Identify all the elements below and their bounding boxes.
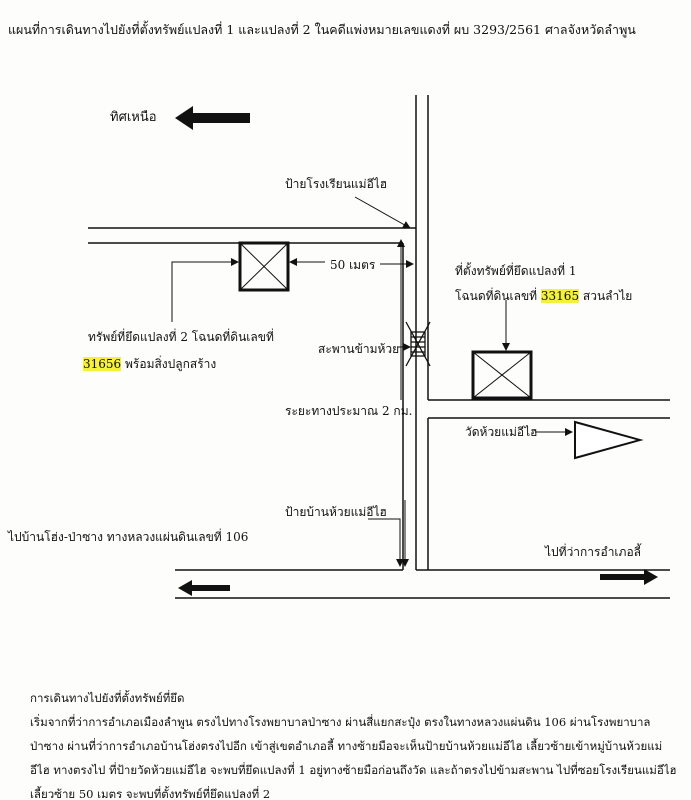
- distance-50m-label: 50 เมตร: [330, 258, 376, 272]
- bridge-label: สะพานข้ามห้วย: [318, 342, 400, 356]
- directions-text: เริ่มจากที่ว่าการอำเภอเมืองลำพูน ตรงไปทา…: [30, 715, 677, 800]
- plot2-number: 31656: [83, 357, 122, 371]
- plot1-label: ที่ตั้งทรัพย์ที่ยึดแปลงที่ 1: [455, 264, 577, 278]
- plot2-suffix: พร้อมสิ่งปลูกสร้าง: [121, 357, 217, 371]
- route-map: [88, 95, 670, 599]
- bridge-icon: [405, 321, 431, 367]
- pointer-arrows: [171, 196, 573, 567]
- north-arrow-icon: [175, 106, 250, 130]
- school-sign-label: ป้ายโรงเรียนแม่อีไฮ: [285, 177, 388, 191]
- directions-section: การเดินทางไปยังที่ตั้งทรัพย์ที่ยึด เริ่ม…: [30, 686, 680, 800]
- west-arrow-icon: [178, 580, 230, 596]
- plot1-prefix: โฉนดที่ดินเลขที่: [455, 289, 541, 303]
- plot2-title-deed: 31656 พร้อมสิ่งปลูกสร้าง: [83, 355, 216, 374]
- temple-label: วัดห้วยแม่อีไฮ: [465, 425, 538, 439]
- to-west-label: ไปบ้านโฮ่ง-ป่าซาง ทางหลวงแผ่นดินเลขที่ 1…: [8, 530, 249, 544]
- village-sign-label: ป้ายบ้านห้วยแม่อีไฮ: [285, 505, 387, 519]
- plot2-box-icon: [238, 241, 290, 292]
- plot1-box-icon: [471, 350, 533, 400]
- plot1-number: 33165: [540, 289, 580, 303]
- east-arrow-icon: [600, 569, 658, 585]
- to-east-label: ไปที่ว่าการอำเภอลี้: [545, 545, 642, 559]
- temple-flag-icon: [574, 420, 644, 460]
- plot1-title-deed: โฉนดที่ดินเลขที่ 33165 สวนลำไย: [455, 287, 632, 306]
- directions-heading: การเดินทางไปยังที่ตั้งทรัพย์ที่ยึด: [30, 691, 185, 705]
- plot2-label: ทรัพย์ที่ยึดแปลงที่ 2 โฉนดที่ดินเลขที่: [88, 330, 274, 344]
- distance-2km-label: ระยะทางประมาณ 2 กม.: [285, 404, 413, 418]
- north-label: ทิศเหนือ: [110, 110, 157, 125]
- document-title: แผนที่การเดินทางไปยังที่ตั้งทรัพย์แปลงที…: [8, 22, 636, 37]
- plot1-suffix: สวนลำไย: [579, 289, 633, 303]
